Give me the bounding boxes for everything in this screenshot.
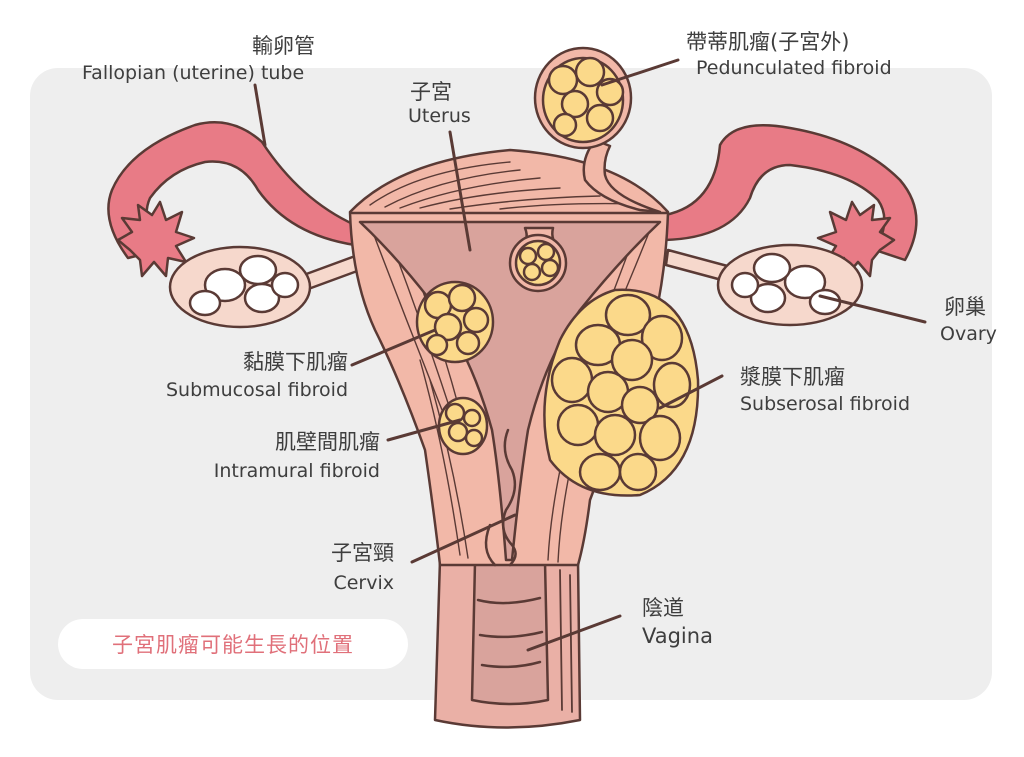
intramural-label-zh: 肌壁間肌瘤 xyxy=(275,430,380,454)
left-ovary xyxy=(170,247,310,327)
right-ovary xyxy=(718,245,862,325)
pedunculated-label-zh: 帶蒂肌瘤(子宮外) xyxy=(686,30,849,54)
pedunculated-label-en: Pedunculated fibroid xyxy=(696,58,892,80)
vagina xyxy=(435,560,580,728)
subserosal-label-en: Subserosal fibroid xyxy=(740,394,910,416)
ovary-label-en: Ovary xyxy=(940,324,997,346)
uterus-label-zh: 子宮 xyxy=(410,80,452,104)
submucosal-label-en: Submucosal fibroid xyxy=(166,380,348,402)
caption-text: 子宮肌瘤可能生長的位置 xyxy=(112,629,354,659)
cervix-label-zh: 子宮頸 xyxy=(331,541,394,565)
submucosal-label-zh: 黏膜下肌瘤 xyxy=(243,350,348,374)
intramural-label-en: Intramural fibroid xyxy=(214,461,380,483)
pedunculated-fibroid xyxy=(535,48,631,148)
uterus-label-en: Uterus xyxy=(408,106,471,128)
cervix-label-en: Cervix xyxy=(333,573,394,595)
ovary-label-zh: 卵巢 xyxy=(944,295,986,319)
caption-pill: 子宮肌瘤可能生長的位置 xyxy=(58,619,408,669)
submucosal-fibroid xyxy=(417,282,493,362)
intramural-fibroid xyxy=(439,398,487,454)
fallopian-label-en: Fallopian (uterine) tube xyxy=(82,63,304,85)
vagina-label-zh: 陰道 xyxy=(642,596,684,620)
subserosal-label-zh: 漿膜下肌瘤 xyxy=(740,365,845,389)
vagina-label-en: Vagina xyxy=(642,624,713,648)
fallopian-label-zh: 輸卵管 xyxy=(252,34,315,58)
